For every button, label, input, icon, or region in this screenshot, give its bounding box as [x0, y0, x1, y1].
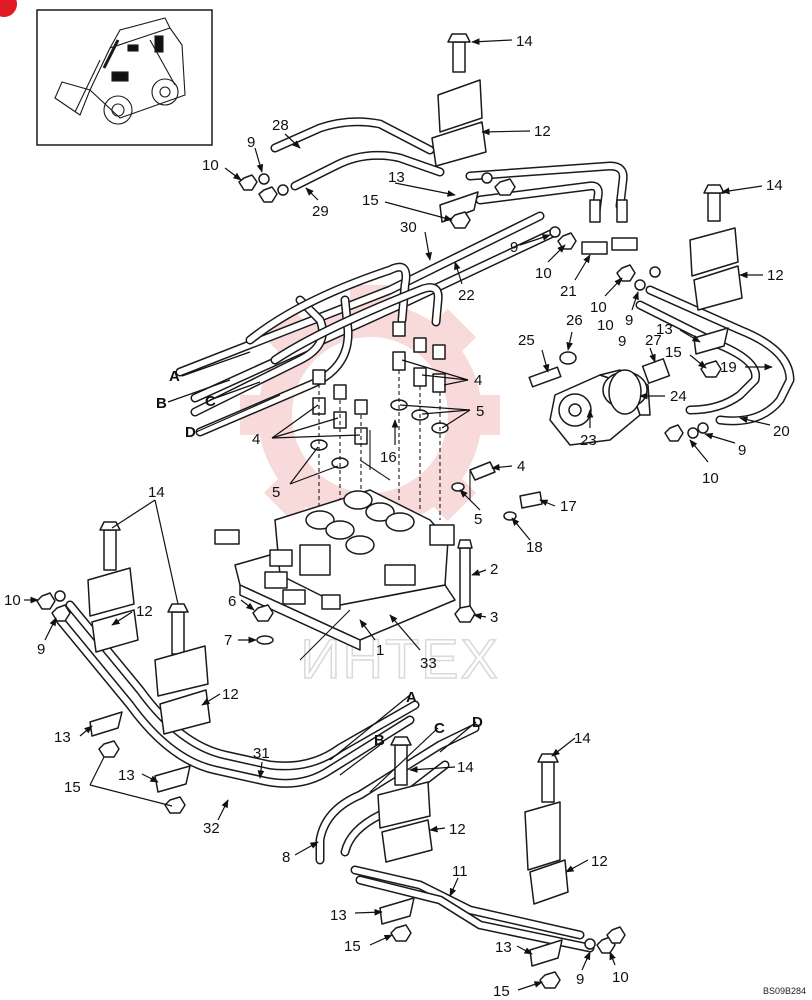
callout-15: 15	[344, 938, 361, 955]
callout-14: 14	[516, 33, 533, 50]
callout-13: 13	[54, 729, 71, 746]
callout-28: 28	[272, 117, 289, 134]
callout-31: 31	[253, 745, 270, 762]
line-letter-a-lower: A	[406, 689, 417, 706]
callout-15: 15	[362, 192, 379, 209]
callout-13: 13	[388, 169, 405, 186]
gear-pump-assembly	[528, 351, 671, 446]
clamp-bolt-lower-left-b	[154, 603, 211, 814]
callout-19: 19	[720, 359, 737, 376]
control-valve-assembly	[214, 430, 471, 661]
callout-10: 10	[4, 592, 21, 609]
callout-13: 13	[495, 939, 512, 956]
callout-10: 10	[597, 317, 614, 334]
valve-port-fittings	[310, 321, 449, 545]
callout-7: 7	[224, 632, 232, 649]
callout-13: 13	[330, 907, 347, 924]
callout-13: 13	[118, 767, 135, 784]
line-letter-c-upper: C	[205, 393, 216, 410]
callout-17: 17	[560, 498, 577, 515]
callout-3: 3	[490, 609, 498, 626]
callout-25: 25	[518, 332, 535, 349]
callout-5: 5	[476, 403, 484, 420]
callout-23: 23	[580, 432, 597, 449]
callout-16: 16	[380, 449, 397, 466]
skid-steer-loader-icon	[54, 17, 186, 125]
callout-9: 9	[618, 333, 626, 350]
callout-22: 22	[458, 287, 475, 304]
callout-10: 10	[535, 265, 552, 282]
callout-13: 13	[656, 321, 673, 338]
valve-bolts	[252, 461, 543, 645]
callout-11: 11	[452, 863, 468, 880]
callout-14: 14	[148, 484, 165, 501]
callout-26: 26	[566, 312, 583, 329]
callout-12: 12	[591, 853, 608, 870]
drawing-reference-code: BS09B284	[763, 986, 806, 996]
line-letter-d-lower: D	[472, 714, 483, 731]
callout-14: 14	[574, 730, 591, 747]
callout-12: 12	[222, 686, 239, 703]
callout-15: 15	[64, 779, 81, 796]
clamp-bolt-upper-center	[431, 33, 487, 229]
callout-10: 10	[702, 470, 719, 487]
lower-left-tube-assembly	[55, 600, 420, 788]
line-letter-d-upper: D	[185, 424, 196, 441]
inset-loader-thumbnail	[36, 9, 213, 146]
clamp-bolt-lower-right	[524, 753, 569, 989]
line-letter-b-lower: B	[374, 732, 385, 749]
corner-badge-icon	[0, 0, 17, 17]
callout-30: 30	[400, 219, 417, 236]
callout-6: 6	[228, 593, 236, 610]
callout-33: 33	[420, 655, 437, 672]
clamp-bolt-lower-center	[377, 736, 433, 942]
callout-12: 12	[767, 267, 784, 284]
callout-32: 32	[203, 820, 220, 837]
callout-9: 9	[738, 442, 746, 459]
line-letter-a-upper: A	[169, 368, 180, 385]
callout-9: 9	[510, 239, 518, 256]
callout-14: 14	[457, 759, 474, 776]
clamp-bolt-lower-left-a	[87, 521, 139, 758]
callout-29: 29	[312, 203, 329, 220]
callout-5: 5	[272, 484, 280, 501]
callout-18: 18	[526, 539, 543, 556]
callout-4: 4	[517, 458, 525, 475]
leader-lines	[24, 38, 773, 991]
upper-tube-assembly	[175, 117, 628, 437]
callout-9: 9	[576, 971, 584, 988]
callout-2: 2	[490, 561, 498, 578]
callout-4: 4	[252, 431, 260, 448]
callout-12: 12	[449, 821, 466, 838]
callout-21: 21	[560, 283, 577, 300]
callout-4: 4	[474, 372, 482, 389]
callout-9: 9	[247, 134, 255, 151]
clamp-bolt-upper-right	[689, 184, 743, 378]
callout-5: 5	[474, 511, 482, 528]
callout-8: 8	[282, 849, 290, 866]
lower-right-tube-assembly	[315, 723, 595, 953]
callout-1: 1	[376, 642, 384, 659]
callout-12: 12	[534, 123, 551, 140]
callout-20: 20	[773, 423, 790, 440]
callout-24: 24	[670, 388, 687, 405]
callout-15: 15	[665, 344, 682, 361]
callout-15: 15	[493, 983, 510, 1000]
callout-9: 9	[625, 312, 633, 329]
fitting-clusters	[36, 172, 709, 954]
line-letter-b-upper: B	[156, 395, 167, 412]
callout-10: 10	[612, 969, 629, 986]
callout-9: 9	[37, 641, 45, 658]
line-letter-labels: A B C D A B C D	[156, 368, 483, 749]
callout-27: 27	[645, 332, 662, 349]
callout-10: 10	[202, 157, 219, 174]
line-letter-c-lower: C	[434, 720, 445, 737]
callout-10: 10	[590, 299, 607, 316]
callout-14: 14	[766, 177, 783, 194]
callout-12: 12	[136, 603, 153, 620]
callout-labels: 14 12 28 9 10 29 13 15 30 22 9 10 21 10 …	[4, 33, 790, 1000]
right-tube-assembly	[635, 285, 795, 426]
